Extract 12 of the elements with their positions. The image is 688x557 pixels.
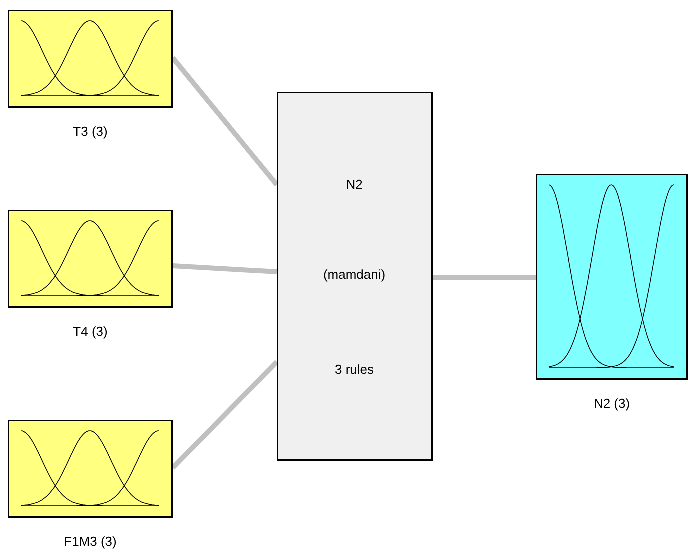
rule-block	[277, 92, 433, 461]
node-text: N2	[345, 176, 364, 194]
node-label: F1M3 (3)	[63, 533, 118, 551]
node-label: N2 (3)	[592, 395, 632, 413]
connector-line	[433, 276, 536, 280]
node-label: T4 (3)	[72, 323, 109, 341]
connector-line	[171, 56, 279, 187]
connector-line	[172, 264, 278, 274]
node-text: (mamdani)	[322, 266, 387, 284]
node-label: T3 (3)	[72, 123, 109, 141]
node-text: 3 rules	[334, 361, 376, 379]
connector-line	[171, 360, 279, 470]
